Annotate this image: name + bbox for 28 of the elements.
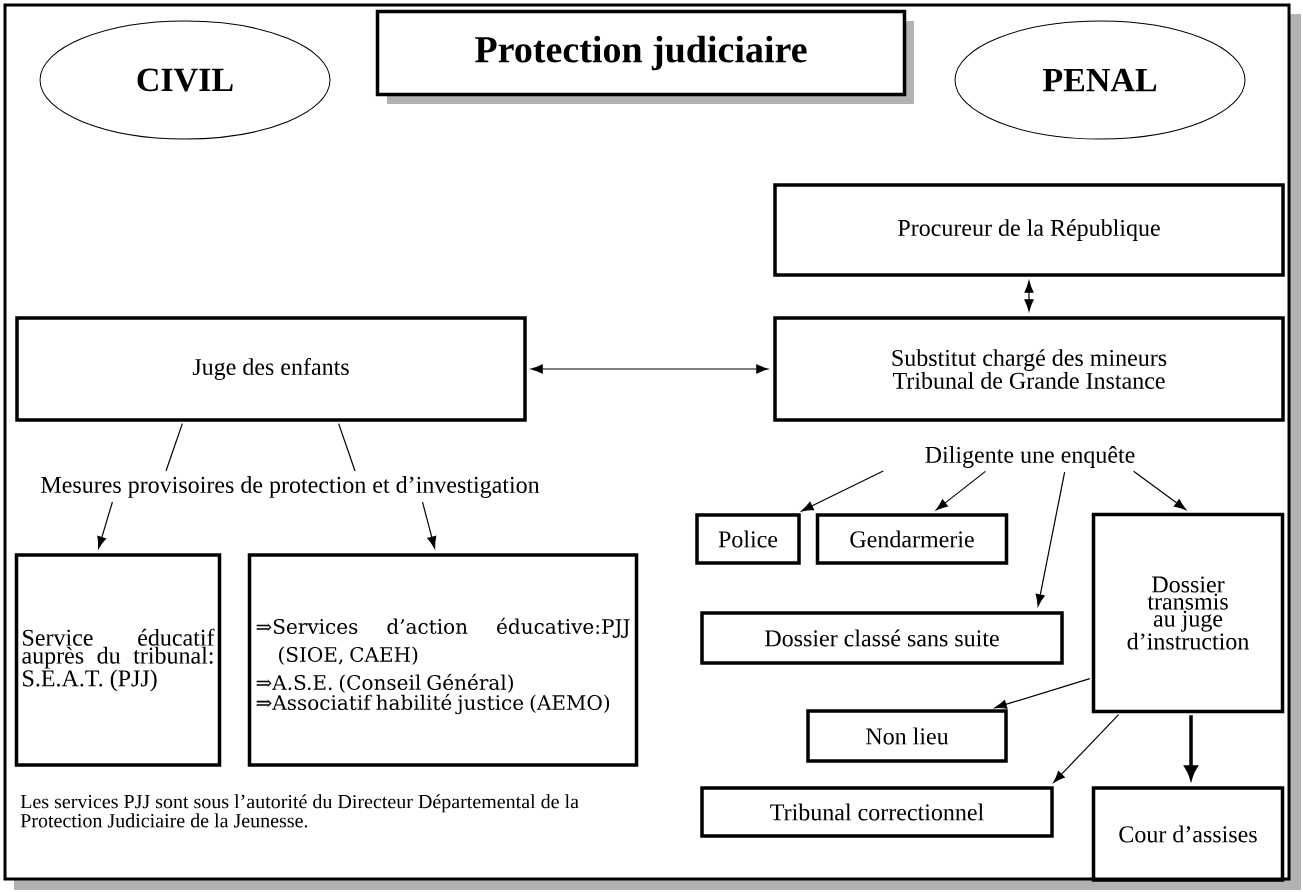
arrow [1024,280,1034,312]
authority-box: Procureur de la République [773,183,1285,277]
connector-line [165,423,183,472]
arrow [530,364,769,374]
arrow [1053,714,1120,783]
footnote-text: Les services PJJ sont sous l’autorité du Directeur Départemental de la Protection Judiciaire de la Jeunesse. [20,794,579,828]
service-box: Service éducatif auprès du tribunal: S.E.A.T. (PJJ) [14,553,222,767]
outcome-box: Cour d’assises [1091,786,1285,882]
arrow [97,501,114,549]
arrow [935,470,987,511]
arrow [801,470,884,512]
action-text: Diligente une enquête [925,446,1135,468]
outcome-box: Dossier classé sans suite [700,611,1064,665]
connector-line [338,423,356,472]
measure-text: Mesures provisoires de protection et d’investigation [41,476,540,498]
outcome-box: Tribunal correctionnel [700,786,1054,838]
service-box: ⇒Services d’action éducative:PJJ (SIOE, CAEH) ⇒A.S.E. (Conseil Général) ⇒Associatif habilité justice (AEMO) [247,553,639,767]
authority-box: Juge des enfants [15,316,527,422]
title-box: Protection judiciaire [375,9,914,104]
arrow [1133,470,1187,511]
outcome-box: Dossier transmis au juge d’instruction [1091,512,1285,714]
arrow [1035,471,1066,607]
outcome-box: Police [695,513,801,565]
arrow [421,501,437,549]
outcome-box: Non lieu [806,709,1008,763]
authority-box: Substitut chargé des mineurs Tribunal de Grande Instance [773,316,1285,422]
outcome-box: Gendarmerie [815,513,1009,565]
arrow [994,678,1091,709]
